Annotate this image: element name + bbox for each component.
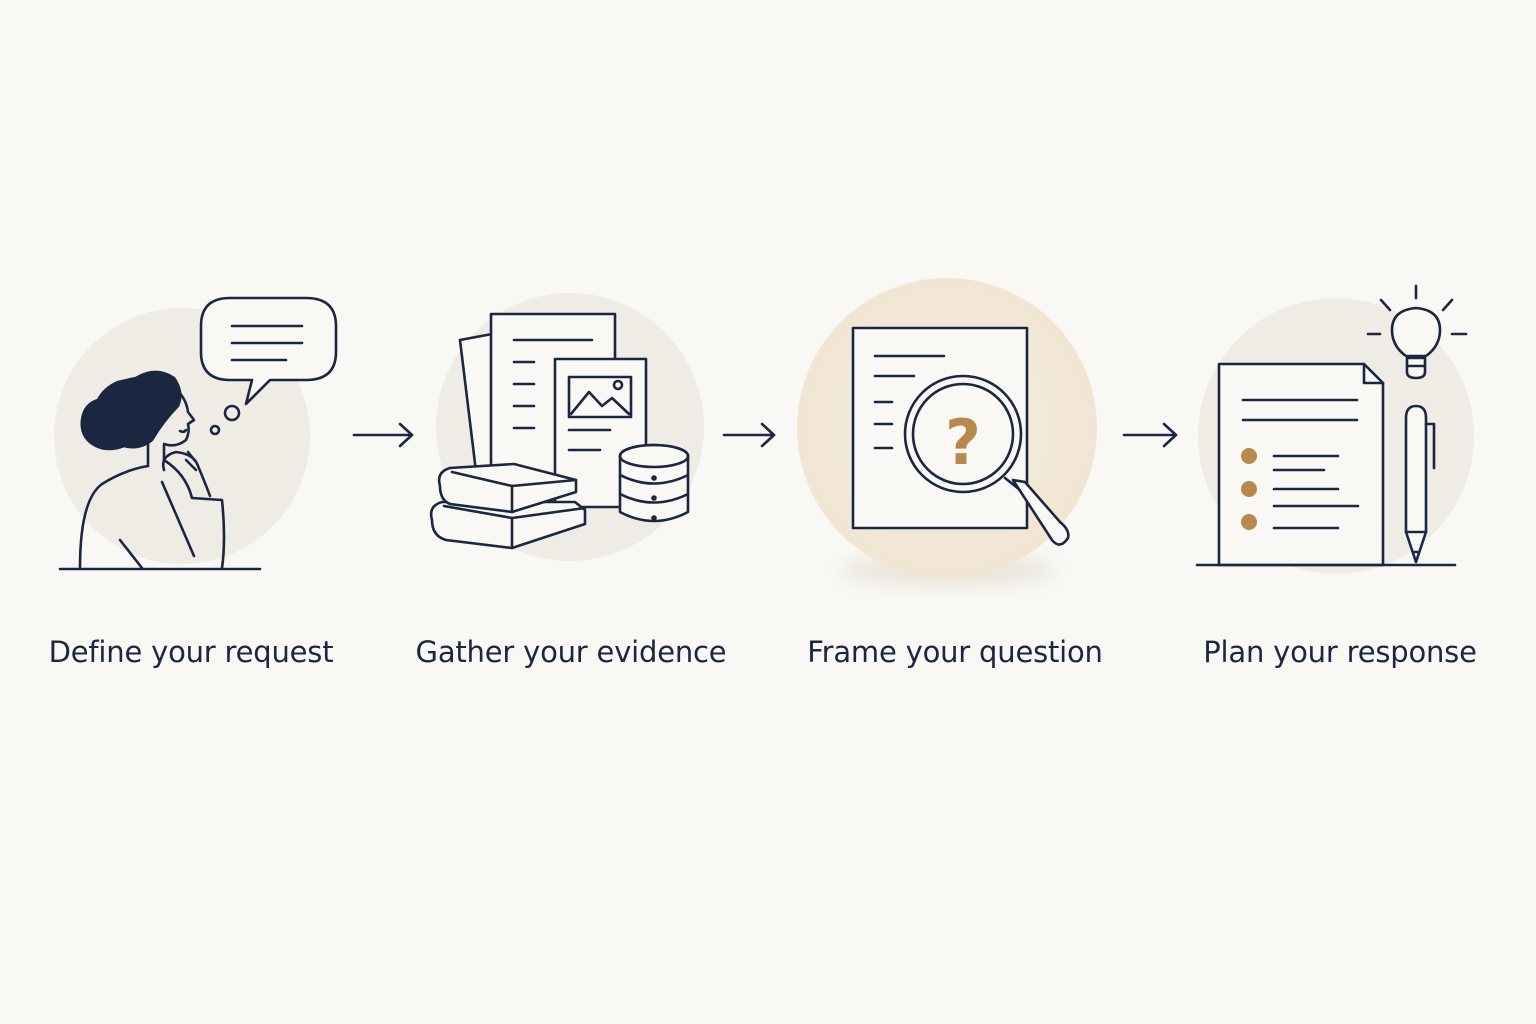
documents-books-database-icon (429, 293, 704, 561)
person-thinking-icon (54, 296, 338, 571)
step-label-gather-evidence: Gather your evidence (415, 635, 727, 669)
question-mark-icon: ? (945, 406, 981, 479)
arrow-right-icon (1122, 422, 1178, 448)
step-label-plan-response: Plan your response (1203, 635, 1477, 669)
step-label-frame-question: Frame your question (807, 635, 1103, 669)
arrow-right-icon (352, 422, 414, 448)
checklist-lightbulb-pencil-icon (1195, 284, 1474, 574)
document-magnifier-question-icon: ? (797, 278, 1097, 584)
step-label-define-request: Define your request (48, 635, 334, 669)
arrow-right-icon (722, 422, 776, 448)
